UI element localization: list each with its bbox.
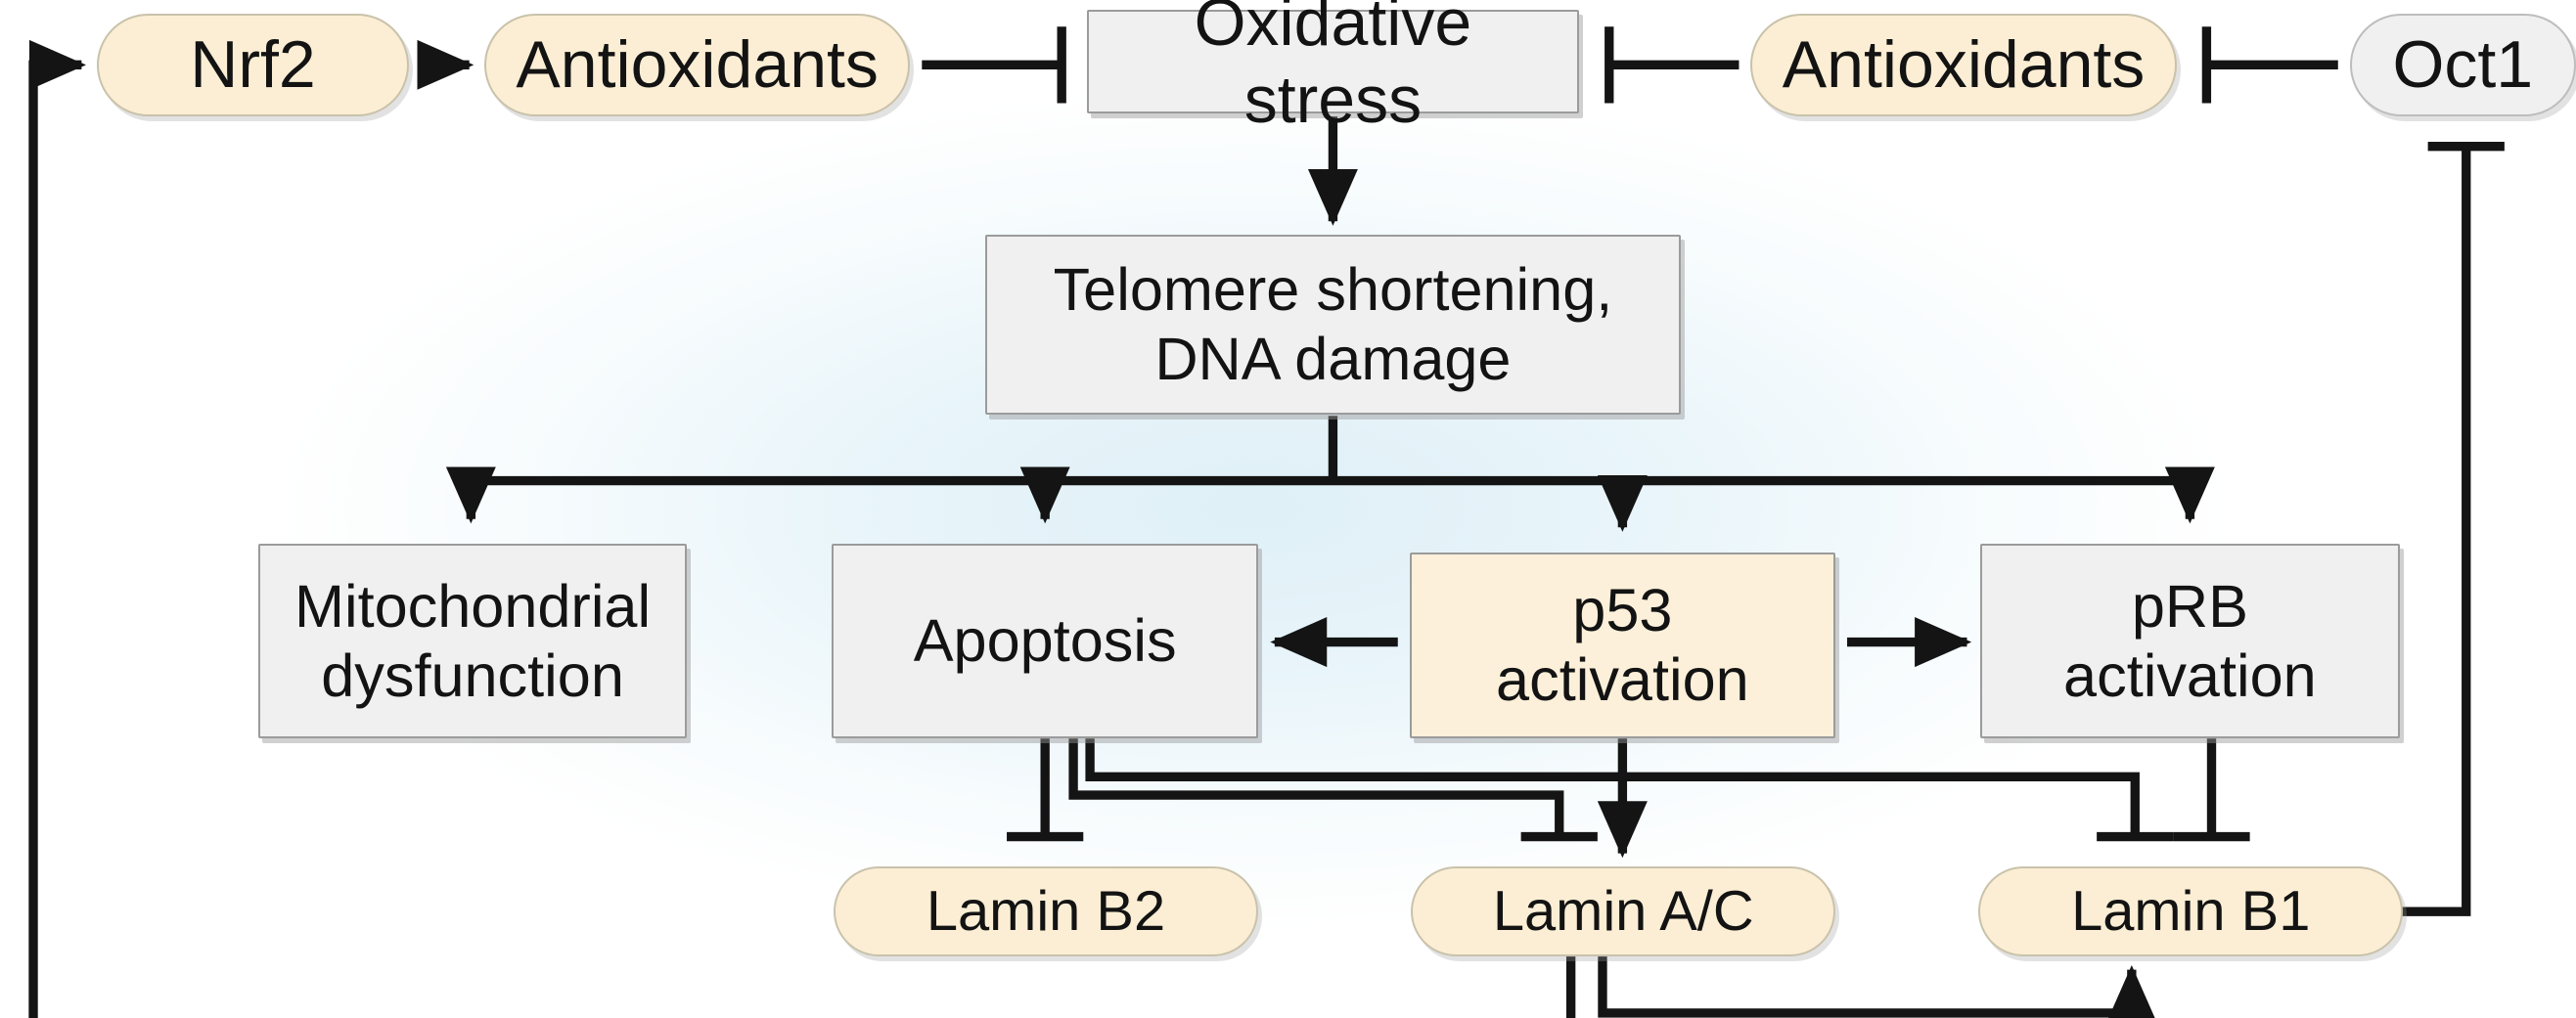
edge-lamin-ac-to-lamin-b1 (1598, 956, 2157, 1018)
node-oxidative-stress-label: Oxidative stress (1194, 0, 1472, 137)
node-mitochondrial-dysfunction[interactable]: Mitochondrial dysfunction (257, 544, 688, 739)
node-lamin-b1[interactable]: Lamin B1 (1978, 866, 2404, 957)
edge-apoptosis-inhibits-lamin-ac (1068, 738, 1598, 842)
node-mitochondrial-dysfunction-label: Mitochondrial dysfunction (294, 572, 652, 709)
node-oct1-label: Oct1 (2392, 26, 2534, 102)
edge-telomere-distribution-bus (445, 416, 2215, 532)
edge-antioxidants-right-inhibits-oxidative-stress (1604, 26, 1740, 104)
node-apoptosis[interactable]: Apoptosis (832, 544, 1258, 739)
edge-apoptosis-inhibits-lamin-b2 (1007, 738, 1084, 842)
node-nrf2[interactable]: Nrf2 (96, 13, 410, 117)
node-prb-activation[interactable]: pRB activation (1980, 544, 2400, 739)
node-antioxidants-right[interactable]: Antioxidants (1750, 13, 2177, 117)
node-nrf2-label: Nrf2 (190, 26, 316, 102)
node-antioxidants-left[interactable]: Antioxidants (483, 13, 911, 117)
node-lamin-b2-label: Lamin B2 (926, 879, 1166, 943)
edge-lamin-ac-to-nrf2 (28, 39, 1576, 1018)
node-antioxidants-right-label: Antioxidants (1782, 26, 2146, 102)
node-lamin-b1-label: Lamin B1 (2071, 879, 2311, 943)
node-p53-activation-label: p53 activation (1496, 576, 1749, 713)
edge-antioxidants-inhibits-oxidative-stress (922, 26, 1066, 104)
edge-apoptosis-inhibits-lamin-b1 (1085, 738, 2174, 842)
node-telomere-shortening[interactable]: Telomere shortening, DNA damage (984, 234, 1681, 415)
edge-lamin-b1-inhibits-oct1 (2391, 142, 2505, 916)
node-oct1[interactable]: Oct1 (2349, 13, 2576, 117)
node-lamin-ac-label: Lamin A/C (1492, 879, 1754, 943)
edge-oct1-inhibits-antioxidants-right (2201, 26, 2338, 104)
node-p53-activation[interactable]: p53 activation (1409, 552, 1836, 739)
node-antioxidants-left-label: Antioxidants (516, 26, 879, 102)
node-lamin-b2[interactable]: Lamin B2 (834, 866, 1258, 957)
node-lamin-ac[interactable]: Lamin A/C (1411, 866, 1836, 957)
node-telomere-shortening-label: Telomere shortening, DNA damage (1053, 255, 1613, 392)
node-apoptosis-label: Apoptosis (913, 607, 1177, 675)
node-prb-activation-label: pRB activation (2063, 572, 2317, 709)
node-oxidative-stress[interactable]: Oxidative stress (1086, 0, 1580, 137)
edge-prb-inhibits-lamin-b1 (2173, 738, 2250, 842)
